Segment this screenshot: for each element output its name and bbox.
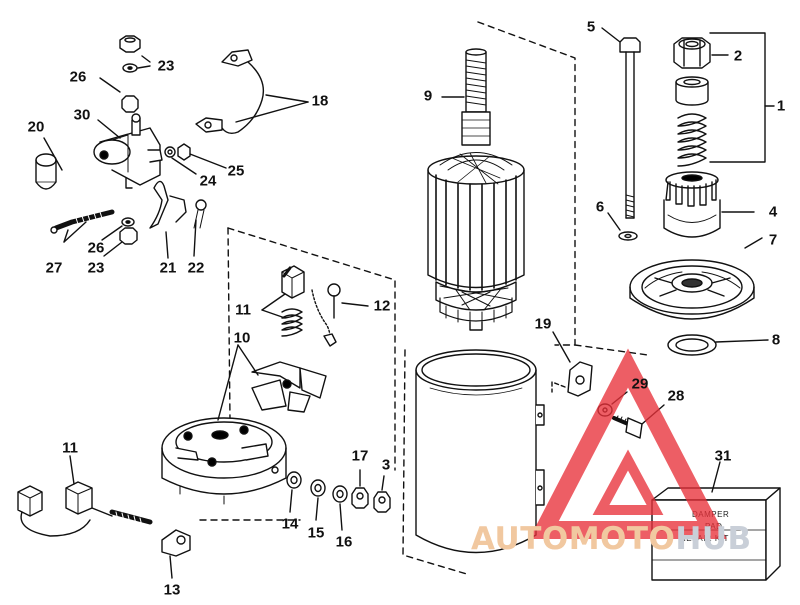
callout-25: 25 xyxy=(227,162,245,180)
spacer xyxy=(675,76,709,106)
callout-30: 30 xyxy=(73,106,91,124)
callout-7: 7 xyxy=(768,231,778,249)
callout-11-upper: 11 xyxy=(235,301,251,319)
callout-16: 16 xyxy=(335,533,353,551)
terminal-13 xyxy=(161,529,191,557)
callout-12: 12 xyxy=(373,297,391,315)
cable-18 xyxy=(195,49,265,135)
pinion-nut xyxy=(673,37,711,69)
watermark-wordmark: AUTOMOTOHUB xyxy=(471,524,752,555)
brush-holder-plate xyxy=(251,361,327,413)
armature-dashed-box xyxy=(477,21,576,346)
callout-19: 19 xyxy=(534,315,552,333)
callout-28: 28 xyxy=(667,387,685,405)
callout-13: 13 xyxy=(163,581,181,599)
callout-26-top: 26 xyxy=(69,68,87,86)
callout-18: 18 xyxy=(311,92,329,110)
washer-24 xyxy=(164,146,176,158)
watermark-part2: HUB xyxy=(675,521,752,557)
screw-22 xyxy=(193,199,207,229)
armature xyxy=(427,48,525,331)
brush-upper xyxy=(281,265,305,299)
washer-16 xyxy=(332,485,348,503)
nut-25 xyxy=(177,143,191,161)
callout-14: 14 xyxy=(281,515,299,533)
nut-23-low xyxy=(119,227,138,245)
through-bolt xyxy=(619,37,641,219)
drive-end-plate xyxy=(629,259,755,320)
callout-5: 5 xyxy=(586,18,596,36)
watermark-part1: AUTOMOTO xyxy=(471,521,676,557)
screw-28 xyxy=(612,415,643,439)
washer-14 xyxy=(286,471,302,489)
pinion-spring xyxy=(677,113,707,167)
washer-6 xyxy=(618,231,638,241)
ground-clip xyxy=(551,361,593,397)
end-cap xyxy=(161,417,287,505)
screw-12 xyxy=(327,283,341,319)
nut-26-mid xyxy=(121,95,139,113)
callout-26-lower: 26 xyxy=(87,239,105,257)
callout-2: 2 xyxy=(733,47,743,65)
washer-15 xyxy=(310,479,326,497)
brush-spring xyxy=(281,308,303,337)
callout-11-lower: 11 xyxy=(62,439,78,457)
callout-3: 3 xyxy=(381,456,391,474)
thrust-washer xyxy=(667,334,717,356)
callout-4: 4 xyxy=(768,203,778,221)
callout-15: 15 xyxy=(307,524,325,542)
callout-8: 8 xyxy=(771,331,781,349)
drive-end-dashed-box xyxy=(574,344,649,356)
nut-23-top xyxy=(119,35,141,53)
callout-17: 17 xyxy=(351,447,369,465)
armature-dashed-box-lower xyxy=(402,349,471,576)
drive-pinion xyxy=(663,171,721,238)
callout-23-top: 23 xyxy=(157,57,175,75)
callout-27: 27 xyxy=(45,259,63,277)
end-cap-dashed-box xyxy=(227,227,396,471)
callout-22: 22 xyxy=(187,259,205,277)
callout-29: 29 xyxy=(631,375,649,393)
callout-20: 20 xyxy=(27,118,45,136)
field-frame xyxy=(415,349,545,554)
callout-1: 1 xyxy=(776,97,786,115)
solenoid-switch xyxy=(93,113,163,189)
strap-21 xyxy=(149,180,187,229)
washer-26-low xyxy=(121,217,135,227)
washer-26-top xyxy=(122,63,138,73)
stud-27 xyxy=(50,209,115,234)
callout-1-bracket xyxy=(709,32,766,163)
nut-3 xyxy=(373,491,391,513)
callout-10: 10 xyxy=(233,329,251,347)
end-cap-dashed-box-2 xyxy=(227,227,231,421)
cover-ring xyxy=(35,153,57,190)
callout-23-lower: 23 xyxy=(87,259,105,277)
callout-21: 21 xyxy=(159,259,177,277)
callout-24: 24 xyxy=(199,172,217,190)
brush-lead xyxy=(311,289,337,347)
nut-17 xyxy=(351,487,369,509)
brush-pair-lower xyxy=(17,481,153,537)
callout-6: 6 xyxy=(595,198,605,216)
callout-31: 31 xyxy=(714,447,732,465)
callout-9: 9 xyxy=(423,87,433,105)
watermark-logo xyxy=(529,348,727,539)
